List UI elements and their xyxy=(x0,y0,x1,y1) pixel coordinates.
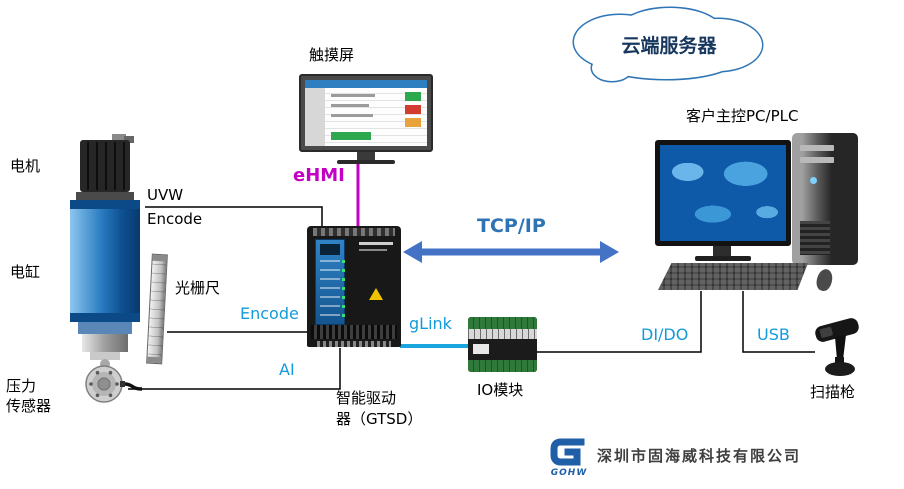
label-pressure-sensor: 压力 传感器 xyxy=(6,376,51,416)
drive-label-line xyxy=(359,242,393,245)
io-label-tag xyxy=(473,344,489,354)
tower-grill xyxy=(800,221,830,255)
io-silver-band xyxy=(468,329,537,339)
touchscreen-illustration xyxy=(299,74,433,164)
label-dido: DI/DO xyxy=(641,325,689,344)
label-cloud-server: 云端服务器 xyxy=(621,35,717,57)
monitor-stand-neck xyxy=(713,246,731,256)
touchscreen-red-indicator xyxy=(405,105,421,114)
touchscreen-text-line xyxy=(331,104,369,107)
gohw-logo-icon xyxy=(550,438,585,466)
pc-monitor xyxy=(655,140,791,246)
drive-label-line2 xyxy=(359,249,387,251)
label-uvw: UVW xyxy=(147,186,184,204)
touchscreen-green-indicator xyxy=(405,92,421,101)
touchscreen-stand-neck xyxy=(357,152,375,160)
gohw-logo: GOHW xyxy=(549,436,589,482)
touchscreen-frame xyxy=(299,74,433,152)
drive-top-terminals xyxy=(313,228,395,236)
tower-drive-slot xyxy=(800,145,834,151)
gohw-logo-text: GOHW xyxy=(550,468,588,478)
pc-mouse xyxy=(814,267,835,293)
label-ehmi: eHMI xyxy=(293,165,345,186)
monitor-stand-base xyxy=(695,256,751,261)
drive-illustration xyxy=(307,226,401,347)
touchscreen-text-line xyxy=(331,114,373,117)
label-drive-line2: 器（GTSD） xyxy=(336,410,423,428)
linear-scale-illustration xyxy=(146,253,168,365)
touchscreen-header-bar xyxy=(305,80,427,88)
label-pc: 客户主控PC/PLC xyxy=(686,107,799,125)
load-cell-graphic xyxy=(85,365,143,403)
drive-panel-rows xyxy=(320,260,340,318)
label-cylinder: 电缸 xyxy=(10,263,41,281)
scanner-illustration xyxy=(813,310,865,380)
label-tcpip: TCP/IP xyxy=(477,215,546,237)
label-drive: 智能驱动 器（GTSD） xyxy=(336,388,422,430)
scale-top-cap xyxy=(152,254,167,262)
touchscreen-text-line xyxy=(331,94,375,97)
label-usb: USB xyxy=(757,325,790,344)
label-pressure-line2: 传感器 xyxy=(6,397,52,415)
io-body xyxy=(468,339,537,360)
label-touchscreen: 触摸屏 xyxy=(309,46,355,64)
io-module-illustration xyxy=(468,317,537,372)
drive-front-panel xyxy=(315,239,345,325)
io-bottom-terminals xyxy=(468,360,537,372)
tower-drive-slot xyxy=(800,157,834,163)
scale-bottom-cap xyxy=(147,356,162,364)
motor-cylinder-illustration xyxy=(66,134,146,370)
drive-display xyxy=(320,244,340,255)
io-top-terminals xyxy=(468,317,537,329)
pc-illustration xyxy=(650,130,868,295)
touchscreen-stand-base xyxy=(337,160,395,164)
drive-heatsink-fins xyxy=(311,325,397,339)
label-encode-motor: Encode xyxy=(147,210,203,228)
pc-keyboard xyxy=(658,263,808,290)
label-drive-line1: 智能驱动 xyxy=(336,389,397,407)
label-pressure-line1: 压力 xyxy=(6,377,37,395)
tcpip-arrow xyxy=(403,241,619,263)
motor-cylinder-graphic xyxy=(70,134,140,369)
label-glink: gLink xyxy=(409,314,452,333)
label-linear-scale: 光栅尺 xyxy=(175,279,221,297)
touchscreen-side-column xyxy=(305,88,325,146)
load-cell-illustration xyxy=(84,364,143,404)
touchscreen-yellow-indicator xyxy=(405,118,421,127)
drive-warning-triangle-icon xyxy=(369,288,383,300)
pc-tower xyxy=(792,133,858,265)
company-name: 深圳市固海威科技有限公司 xyxy=(597,447,802,465)
label-encode-scale: Encode xyxy=(240,304,299,323)
label-io-module: IO模块 xyxy=(477,381,524,399)
tower-power-button xyxy=(810,177,817,184)
drive-led-column xyxy=(342,260,345,318)
scanner-graphic xyxy=(815,318,859,376)
label-scanner: 扫描枪 xyxy=(810,383,856,401)
touchscreen-green-button xyxy=(331,132,371,140)
drive-bottom-terminals xyxy=(317,341,391,347)
label-ai: AI xyxy=(279,360,295,379)
label-motor: 电机 xyxy=(10,157,41,175)
touchscreen-screen xyxy=(305,80,427,146)
